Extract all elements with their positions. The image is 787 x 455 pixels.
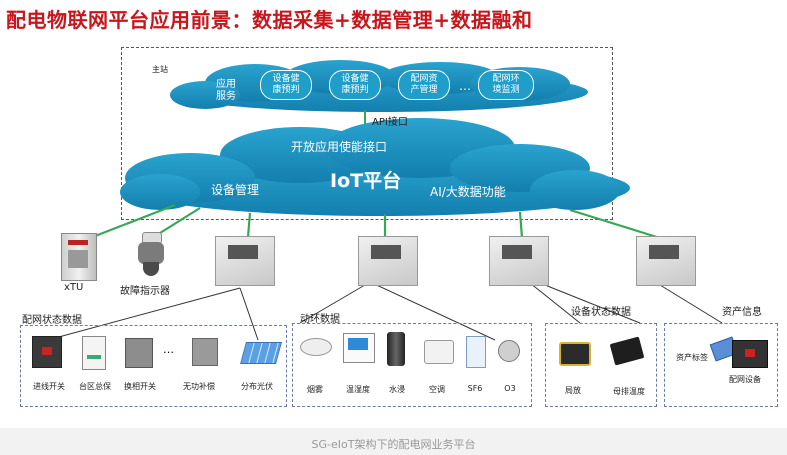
main-protector-icon — [82, 336, 106, 370]
thermo-hygrometer-icon — [343, 333, 375, 363]
smoke-detector-icon — [300, 338, 332, 356]
distribution-status-title: 配网状态数据 — [22, 315, 82, 326]
environment-title: 动环数据 — [300, 314, 340, 325]
gateway-links — [89, 203, 661, 240]
item-smoke: 烟雾 — [307, 385, 323, 394]
air-conditioner-icon — [424, 340, 454, 364]
item-sf6: SF6 — [467, 384, 483, 393]
item-o3: O3 — [504, 384, 516, 393]
app-pill-health-1[interactable]: 设备健 康预判 — [260, 70, 312, 100]
item-asset-tag: 资产标签 — [676, 353, 708, 362]
xtu-cabinet-icon — [61, 233, 97, 281]
open-api-label: 开放应用使能接口 — [291, 140, 388, 154]
iot-platform-cloud — [120, 118, 630, 216]
item-temp-humidity: 温湿度 — [346, 385, 370, 394]
distribution-ellipsis: … — [163, 343, 174, 356]
partial-discharge-icon — [559, 342, 591, 366]
fault-indicator-label: 故障指示器 — [120, 286, 170, 297]
item-distribution-equipment: 配网设备 — [729, 375, 761, 384]
app-pill-health-2[interactable]: 设备健 康预判 — [329, 70, 381, 100]
item-busbar-temp: 母排温度 — [613, 387, 645, 396]
main-station-frame — [121, 47, 613, 220]
water-sensor-icon — [387, 332, 405, 366]
solar-panel-icon — [240, 342, 282, 364]
api-label: API接口 — [372, 117, 408, 128]
item-distributed-pv: 分布光伏 — [241, 382, 273, 391]
gateway-terminal-icon — [358, 236, 418, 286]
item-partial-discharge: 局放 — [565, 386, 581, 395]
item-water-leak: 水浸 — [389, 385, 405, 394]
xtu-label: xTU — [64, 282, 84, 293]
app-ellipsis: … — [459, 79, 471, 93]
reactive-compensator-icon — [192, 338, 218, 366]
distribution-status-box — [20, 325, 287, 407]
environment-box — [292, 323, 532, 407]
equipment-status-box — [545, 323, 657, 407]
iot-platform-label: IoT平台 — [330, 170, 402, 192]
gateway-terminal-icon — [636, 236, 696, 286]
item-reactive-comp: 无功补偿 — [183, 382, 215, 391]
footer-bar — [0, 428, 787, 455]
app-pill-asset-mgmt[interactable]: 配网资 产管理 — [398, 70, 450, 100]
device-mgmt-label: 设备管理 — [211, 183, 260, 197]
distribution-equipment-icon — [732, 340, 768, 368]
ai-bigdata-label: AI/大数据功能 — [430, 185, 506, 199]
breaker-icon — [32, 336, 62, 368]
page-title: 配电物联网平台应用前景：数据采集+数据管理+数据融和 — [6, 8, 533, 32]
item-incoming-switch: 进线开关 — [33, 382, 65, 391]
o3-sensor-icon — [498, 340, 520, 362]
equipment-status-title: 设备状态数据 — [571, 307, 631, 318]
sf6-sensor-icon — [466, 336, 486, 368]
item-phase-switch: 换相开关 — [124, 382, 156, 391]
gateway-terminal-icon — [489, 236, 549, 286]
fault-indicator-icon — [136, 232, 166, 276]
asset-info-title: 资产信息 — [722, 307, 762, 318]
footer-caption: SG-eIoT架构下的配电网业务平台 — [311, 438, 476, 451]
app-service-label: 应用 服务 — [216, 79, 236, 102]
app-pill-env-monitor[interactable]: 配网环 境监测 — [478, 70, 534, 100]
asset-info-box — [664, 323, 778, 407]
phase-switch-icon — [125, 338, 153, 368]
main-station-label: 主站 — [152, 65, 168, 74]
gateway-terminal-icon — [215, 236, 275, 286]
item-air-conditioner: 空调 — [429, 385, 445, 394]
item-main-protector: 台区总保 — [79, 382, 111, 391]
